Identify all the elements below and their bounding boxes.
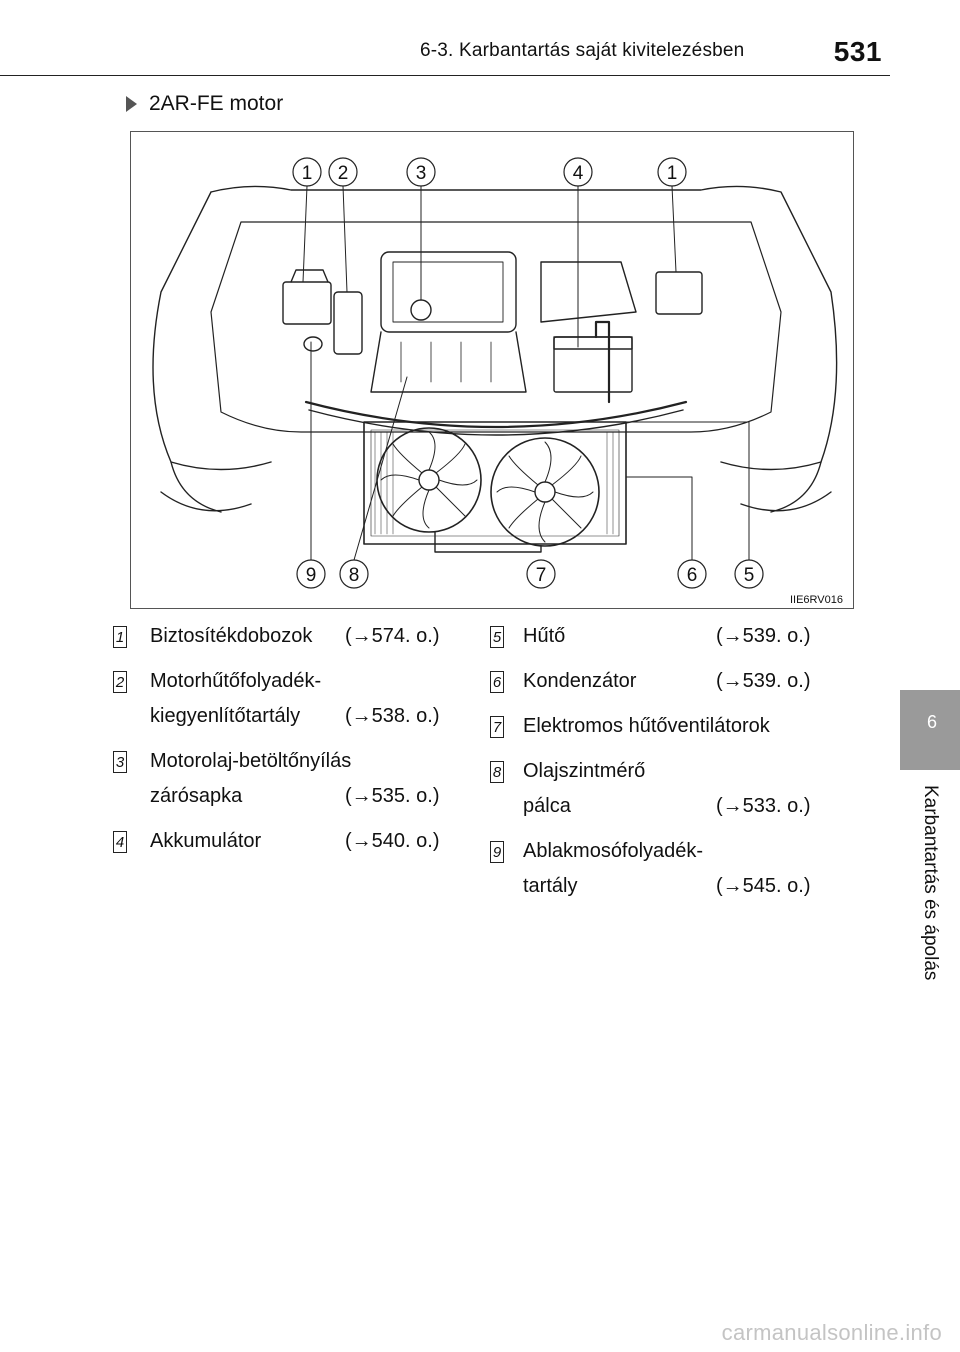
legend-number: 4 <box>113 831 127 853</box>
callout-bottom-1: 9 <box>306 565 317 586</box>
legend-label: Hűtő <box>523 625 566 647</box>
legend-label: Elektromos hűtőventilátorok <box>523 715 770 737</box>
legend-number: 9 <box>490 841 504 863</box>
subtitle-text: 2AR-FE motor <box>149 92 284 115</box>
legend-page-ref: (→545. o.) <box>716 875 811 897</box>
legend-label: Biztosítékdobozok <box>150 625 313 647</box>
callout-bottom-3: 7 <box>536 565 547 586</box>
callout-top-5: 1 <box>667 163 678 184</box>
legend-number: 6 <box>490 671 504 693</box>
callout-top-2: 2 <box>338 163 349 184</box>
callout-bottom-2: 8 <box>349 565 360 586</box>
watermark: carmanualsonline.info <box>721 1320 942 1345</box>
subtitle: 2AR-FE motor <box>126 92 283 116</box>
chapter-label-text: Karbantartás és ápolás <box>920 785 941 981</box>
legend-label: Ablakmosófolyadék- <box>523 840 704 862</box>
page-number: 531 <box>833 36 882 67</box>
legend-label: kiegyenlítőtartály <box>150 705 301 727</box>
legend-number: 3 <box>113 751 127 773</box>
section-title: 6-3. Karbantartás saját kivitelezésben <box>420 40 745 61</box>
legend-label: Kondenzátor <box>523 670 637 692</box>
legend-page-ref: (→539. o.) <box>716 625 811 647</box>
legend-label: pálca <box>523 795 571 817</box>
legend-label: Motorhűtőfolyadék- <box>150 670 322 692</box>
figure-code: IIE6RV016 <box>789 594 843 606</box>
chapter-label: Karbantartás és ápolás <box>900 785 960 1005</box>
engine-illustration: 1 2 3 4 1 9 8 7 6 5 <box>152 157 838 589</box>
callout-top-3: 3 <box>416 163 427 184</box>
legend-page-ref: (→539. o.) <box>716 670 811 692</box>
legend-page-ref: (→540. o.) <box>345 830 440 852</box>
legend-label: Motorolaj-betöltőnyílás <box>150 750 352 772</box>
legend-number: 8 <box>490 761 504 783</box>
legend-number: 2 <box>113 671 127 693</box>
chapter-number: 6 <box>926 712 937 732</box>
legend-right: 5 Hűtő (→539. o.) 6 Kondenzátor (→539. o.) 7 El… <box>490 624 830 897</box>
legend-label: Olajszintmérő <box>523 760 646 782</box>
legend-page-ref: (→538. o.) <box>345 705 440 727</box>
legend-page-ref: (→535. o.) <box>345 785 440 807</box>
callout-bottom-5: 5 <box>744 565 755 586</box>
legend-left: 1 Biztosítékdobozok (→574. o.) 2 Motorhűtőfo… <box>113 624 458 864</box>
callout-top-4: 4 <box>573 163 584 184</box>
callout-top-1: 1 <box>302 163 313 184</box>
legend-number: 5 <box>490 626 504 648</box>
legend-label: tartály <box>523 875 578 897</box>
legend-number: 7 <box>490 716 504 738</box>
chapter-tab <box>900 690 960 770</box>
header-rule <box>0 75 890 76</box>
engine-compartment-figure: 1 2 3 4 1 9 8 7 6 5 IIE6RV016 <box>130 131 854 609</box>
callout-bottom-4: 6 <box>687 565 698 586</box>
legend-label: zárósapka <box>150 785 243 807</box>
triangle-bullet-icon <box>126 96 137 112</box>
legend-page-ref: (→533. o.) <box>716 795 811 817</box>
legend-number: 1 <box>113 626 127 648</box>
legend-label: Akkumulátor <box>150 830 262 852</box>
legend-page-ref: (→574. o.) <box>345 625 440 647</box>
